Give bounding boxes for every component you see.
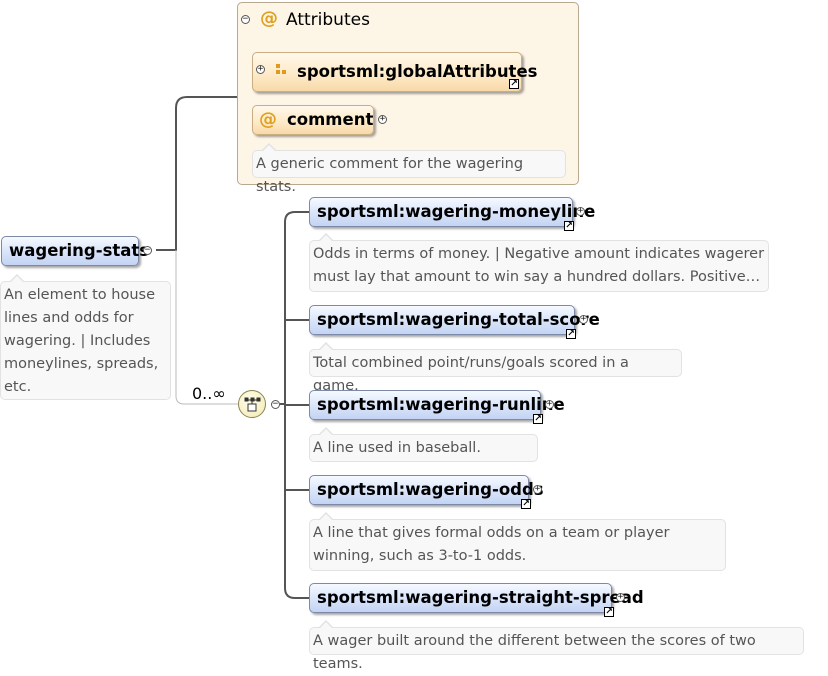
doc-line: A line used in baseball. (313, 440, 481, 456)
at-sign-icon: @ (259, 109, 277, 130)
root-doc-line: moneylines, spreads, (4, 356, 159, 372)
connector-lines (156, 96, 309, 599)
reference-arrow-icon: ↗ (564, 221, 574, 231)
doc-line: A line that gives formal odds on a team … (313, 525, 670, 541)
root-doc-line: lines and odds for (4, 310, 134, 326)
odds-doc: A line that gives formal odds on a team … (309, 512, 726, 571)
child-element-label: sportsml:wagering-runline (317, 395, 565, 414)
child-element-label: sportsml:wagering-total-score (317, 310, 600, 329)
expand-plus-icon[interactable]: + (576, 206, 585, 216)
child-element-straight-spread[interactable]: sportsml:wagering-straight-spread (309, 583, 644, 613)
doc-line: Odds in terms of money. | Negative amoun… (313, 246, 765, 262)
root-doc: An element to house lines and odds for w… (0, 274, 171, 400)
expand-plus-icon[interactable]: + (378, 114, 387, 124)
sequence-compositor-icon[interactable] (238, 390, 266, 418)
child-element-label: sportsml:wagering-straight-spread (317, 588, 644, 607)
expand-plus-icon[interactable]: + (579, 314, 588, 324)
expand-plus-icon[interactable]: + (533, 484, 542, 494)
connector-root-sequence (175, 250, 238, 405)
runline-doc: A line used in baseball. (309, 427, 538, 462)
comment-doc: A generic comment for the wagering stats… (252, 143, 566, 195)
child-element-moneyline[interactable]: sportsml:wagering-moneyline (309, 197, 595, 227)
sequence-cardinality: 0..∞ (192, 384, 226, 403)
at-sign-icon: @ (260, 8, 278, 29)
child-element-label: sportsml:wagering-odds (317, 480, 544, 499)
straight-spread-doc: A wager built around the different betwe… (309, 620, 804, 672)
comment-attribute[interactable]: comment (252, 105, 374, 135)
root-element-wagering-stats[interactable]: wagering-stats (1, 236, 149, 266)
expand-plus-icon[interactable]: + (616, 592, 625, 602)
attribute-group-icon (276, 64, 286, 74)
reference-arrow-icon: ↗ (566, 329, 576, 339)
doc-line: A wager built around the different betwe… (313, 633, 756, 672)
expand-plus-icon[interactable]: + (545, 399, 554, 409)
reference-arrow-icon: ↗ (521, 499, 531, 509)
root-doc-line: etc. (4, 379, 32, 395)
child-element-label: sportsml:wagering-moneyline (317, 202, 596, 221)
child-element-odds[interactable]: sportsml:wagering-odds (309, 475, 544, 505)
attributes-title: Attributes (286, 10, 370, 30)
collapse-minus-icon[interactable]: − (143, 245, 152, 255)
root-element-label: wagering-stats (9, 241, 150, 260)
root-doc-line: An element to house (4, 287, 156, 303)
connector-root-attributes (156, 96, 237, 251)
global-attributes-ref[interactable]: sportsml:globalAttributes (252, 52, 537, 92)
collapse-minus-icon[interactable]: − (241, 14, 250, 24)
root-doc-line: wagering. | Includes (4, 333, 151, 349)
reference-arrow-icon: ↗ (604, 607, 614, 617)
doc-line: must lay that amount to win say a hundre… (313, 269, 761, 285)
comment-attribute-label: comment (287, 110, 374, 129)
child-element-total-score[interactable]: sportsml:wagering-total-score (309, 305, 600, 335)
doc-line: winning, such as 3-to-1 odds. (313, 548, 527, 564)
moneyline-doc: Odds in terms of money. | Negative amoun… (309, 233, 769, 292)
comment-doc-text: A generic comment for the wagering stats… (256, 156, 524, 195)
global-attributes-label: sportsml:globalAttributes (297, 62, 538, 81)
connector-trunk-vertical (284, 211, 309, 599)
reference-arrow-icon: ↗ (509, 79, 519, 89)
child-element-runline[interactable]: sportsml:wagering-runline (309, 390, 565, 420)
total-score-doc: Total combined point/runs/goals scored i… (309, 342, 682, 394)
collapse-minus-icon[interactable]: − (271, 399, 280, 409)
expand-plus-icon[interactable]: + (256, 64, 265, 74)
reference-arrow-icon: ↗ (533, 414, 543, 424)
